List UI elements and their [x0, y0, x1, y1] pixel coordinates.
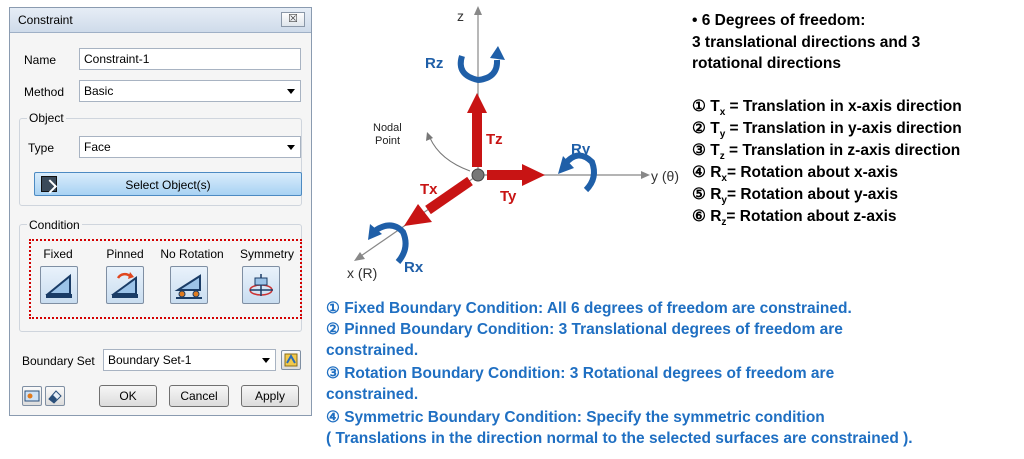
- symmetry-label: Symmetry: [240, 247, 294, 261]
- select-objects-button[interactable]: Select Object(s): [34, 172, 302, 196]
- x-axis-arrowhead: [354, 252, 365, 261]
- nodal-leader-arrowhead: [426, 132, 433, 141]
- dof-item-tz: ③ Tz = Translation in z-axis direction: [692, 142, 961, 163]
- apply-button[interactable]: Apply: [241, 385, 299, 407]
- fixed-label: Fixed: [43, 247, 73, 261]
- nodal-point-label-line1: Nodal: [373, 122, 402, 134]
- chevron-down-icon: [262, 358, 270, 363]
- eraser-button[interactable]: [45, 386, 65, 406]
- condition-group-title: Condition: [27, 218, 82, 232]
- boundary-set-manager-icon: [284, 353, 298, 367]
- tx-arrow-head: [404, 204, 432, 226]
- fixed-button[interactable]: [40, 266, 78, 304]
- note-rotation-line2: constrained.: [326, 386, 419, 403]
- y-axis-label: y (θ): [651, 168, 679, 184]
- pinned-button[interactable]: [106, 266, 144, 304]
- tz-arrow-head: [467, 93, 487, 113]
- type-label: Type: [28, 141, 55, 155]
- rx-rotation-arrowhead: [368, 224, 382, 240]
- preview-icon: [24, 390, 40, 402]
- x-axis-label: x (R): [347, 265, 378, 281]
- eraser-icon: [48, 390, 62, 404]
- symmetry-support-icon: [249, 274, 273, 296]
- condition-highlight-box: [29, 239, 302, 319]
- note-rotation-line1: ③ Rotation Boundary Condition: 3 Rotatio…: [326, 365, 835, 382]
- note-pinned-line2: constrained.: [326, 342, 419, 359]
- method-label: Method: [24, 85, 65, 99]
- rz-rotation-arc: [457, 55, 501, 84]
- symmetry-button[interactable]: [242, 266, 280, 304]
- name-input[interactable]: Constraint-1: [79, 48, 301, 70]
- note-symmetric-line2: ( Translations in the direction normal t…: [326, 430, 913, 447]
- ty-arrow-shaft: [487, 170, 523, 180]
- no-rotation-label: No Rotation: [160, 247, 224, 261]
- z-axis-arrowhead: [474, 6, 482, 15]
- nodal-point-label-line2: Point: [375, 135, 401, 147]
- chevron-down-icon: [287, 89, 295, 94]
- dof-item-ty: ② Ty = Translation in y-axis direction: [692, 120, 962, 141]
- ry-rotation-arrowhead: [558, 156, 574, 174]
- select-objects-label: Select Object(s): [125, 178, 211, 192]
- select-arrow-icon: [41, 176, 57, 192]
- dof-header-line2: 3 translational directions and 3: [692, 34, 921, 51]
- no-rotation-button[interactable]: [170, 266, 208, 304]
- note-symmetric-line1: ④ Symmetric Boundary Condition: Specify …: [326, 409, 825, 426]
- ry-rotation-arc: [562, 152, 597, 193]
- ty-label: Ty: [500, 188, 517, 205]
- dialog-title: Constraint: [18, 13, 73, 27]
- type-value: Face: [84, 140, 111, 154]
- nodal-leader-line: [429, 137, 471, 172]
- chevron-down-icon: [287, 145, 295, 150]
- dof-header-line3: rotational directions: [692, 55, 841, 72]
- object-group-title: Object: [27, 111, 66, 125]
- dof-header-line1: • 6 Degrees of freedom:: [692, 12, 866, 29]
- note-pinned-line1: ② Pinned Boundary Condition: 3 Translati…: [326, 321, 843, 338]
- ry-label: Ry: [571, 141, 591, 158]
- note-fixed: ① Fixed Boundary Condition: All 6 degree…: [326, 300, 852, 317]
- pinned-label: Pinned: [106, 247, 144, 261]
- name-label: Name: [24, 53, 57, 67]
- dof-item-rz: ⑥ Rz= Rotation about z-axis: [692, 208, 897, 229]
- constraint-dialog: Constraint ☒ Name Constraint-1 Method Ba…: [9, 7, 312, 416]
- cancel-button[interactable]: Cancel: [169, 385, 229, 407]
- tz-label: Tz: [486, 131, 503, 148]
- rx-rotation-arc: [374, 222, 409, 264]
- tx-label: Tx: [420, 181, 438, 198]
- rz-rotation-arrowhead: [490, 46, 505, 60]
- preview-button[interactable]: [22, 386, 42, 406]
- nodal-point: [471, 168, 485, 182]
- method-value: Basic: [84, 84, 114, 98]
- dof-item-ry: ⑤ Ry= Rotation about y-axis: [692, 186, 898, 207]
- close-icon: ☒: [288, 13, 298, 25]
- rz-label: Rz: [425, 55, 444, 72]
- close-button[interactable]: ☒: [281, 12, 305, 27]
- dof-item-tx: ① Tx = Translation in x-axis direction: [692, 98, 962, 119]
- ok-button[interactable]: OK: [99, 385, 157, 407]
- rx-label: Rx: [404, 259, 424, 276]
- type-dropdown[interactable]: Face: [79, 136, 301, 158]
- dialog-titlebar: Constraint ☒: [10, 8, 311, 33]
- z-axis-label: z: [457, 8, 464, 24]
- dof-item-rx: ④ Rx= Rotation about x-axis: [692, 164, 898, 185]
- boundary-set-label: Boundary Set: [22, 354, 95, 368]
- fixed-support-icon: [45, 273, 72, 298]
- y-axis-arrowhead: [641, 171, 650, 179]
- tx-arrow-shaft: [425, 176, 473, 215]
- boundary-set-dropdown[interactable]: Boundary Set-1: [103, 349, 276, 371]
- pinned-support-icon: [110, 272, 138, 298]
- method-dropdown[interactable]: Basic: [79, 80, 301, 102]
- ty-arrow-head: [522, 164, 545, 186]
- object-group: [19, 118, 302, 206]
- boundary-set-manager-button[interactable]: [281, 350, 301, 370]
- tz-arrow-shaft: [472, 112, 482, 167]
- no-rotation-support-icon: [174, 274, 202, 299]
- boundary-set-value: Boundary Set-1: [108, 353, 192, 367]
